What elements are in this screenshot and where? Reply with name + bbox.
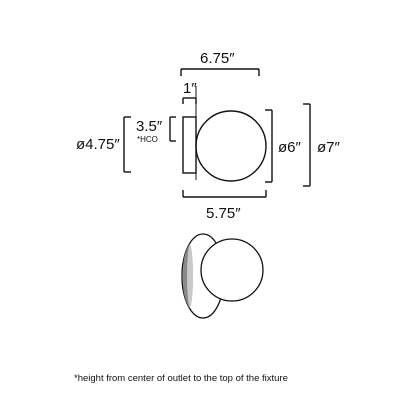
overall-width-bracket [180,68,260,76]
backplate-depth-bracket [182,97,197,104]
backplate-diameter-label: ø4.75″ [76,136,120,153]
overall-height-label: ø7″ [317,139,341,156]
globe-diameter-label: ø6″ [278,139,302,156]
globe-diameter-bracket [265,109,273,183]
fixture-side-view [182,86,267,182]
footnote: *height from center of outlet to the top… [74,373,288,384]
fixture-perspective-view [181,233,264,319]
globe-width-bracket [182,190,267,198]
hco-note-label: *HCO [137,135,158,144]
backplate-diameter-bracket [123,116,131,173]
globe-perspective [200,238,264,302]
hco-value-label: 3.5″ [136,118,163,135]
globe-side [195,110,267,182]
backplate-side [182,116,197,174]
backplate-depth-label: 1″ [183,80,197,97]
overall-width-label: 6.75″ [200,50,235,67]
overall-height-bracket [303,103,311,187]
hco-bracket [169,116,176,142]
globe-width-label: 5.75″ [206,205,241,222]
